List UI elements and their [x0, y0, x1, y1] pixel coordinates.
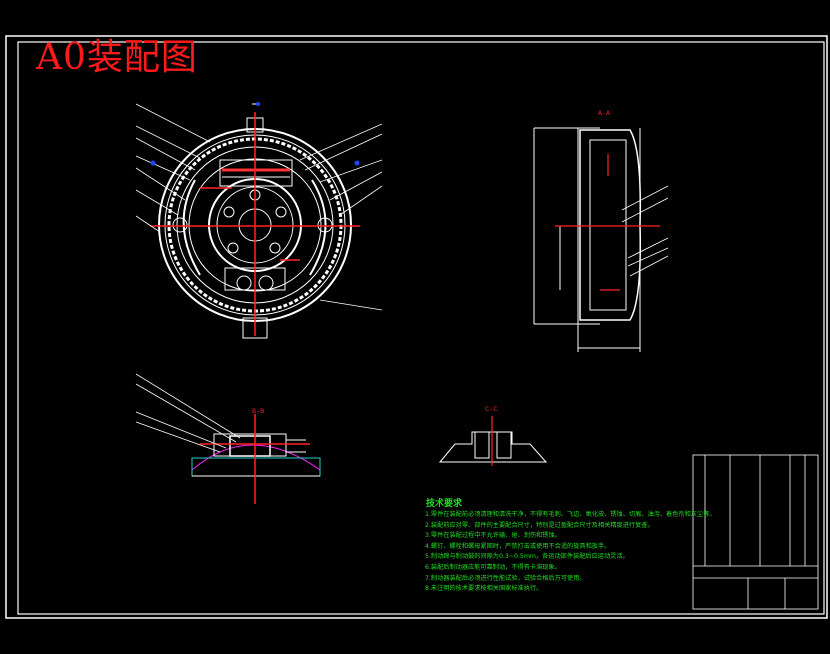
side-section-view: [533, 127, 642, 352]
lower-left-section: [191, 433, 321, 477]
drawing-title: A0装配图: [36, 37, 198, 78]
lower-left-leaders: [135, 373, 241, 453]
note-line-1: 1.零件在装配前必须清理和清洗干净，不得有毛刺、飞边、氧化皮、锈蚀、切屑、油污、…: [425, 511, 716, 518]
lower-mid-section: [438, 431, 548, 463]
section-label-lower-mid: C-C: [485, 406, 499, 413]
technical-notes-heading: 技术要求: [426, 499, 463, 509]
note-line-5: 5.制动蹄与制动鼓的间隙为0.3~0.5mm，各运动部件装配后应运动灵活。: [425, 553, 629, 561]
lower-left-centerlines: [200, 414, 310, 504]
section-label-top: A-A: [598, 110, 612, 117]
title-block: [692, 454, 819, 610]
note-line-2: 2.装配前应对零、部件的主要配合尺寸，特别是过盈配合尺寸及相关精度进行复查。: [425, 521, 654, 529]
note-line-4: 4.螺钉、螺栓和螺母紧固时，严禁打击或使用不合适的旋具和扳手。: [425, 542, 611, 550]
section-label-lower-left: B-B: [252, 408, 266, 415]
front-view-centerlines: [150, 112, 360, 336]
front-view-leaders: [135, 103, 383, 311]
note-line-7: 7.制动器装配后必须进行性能试验，试验合格后方可使用。: [425, 574, 586, 582]
note-line-6: 6.装配后制动器应能可靠制动，不得有卡滞现象。: [425, 563, 561, 571]
side-section-centerlines: [555, 154, 660, 291]
side-section-leaders: [621, 185, 669, 277]
technical-notes: 技术要求 1.零件在装配前必须清理和清洗干净，不得有毛刺、飞边、氧化皮、锈蚀、切…: [425, 498, 716, 595]
front-view-markers: [150, 102, 360, 166]
note-line-8: 8.未注明的技术要求按相关国家标准执行。: [425, 585, 543, 593]
drawing-frame: [5, 35, 828, 619]
note-line-3: 3.零件在装配过程中不允许磕、碰、划伤和锈蚀。: [425, 532, 561, 540]
